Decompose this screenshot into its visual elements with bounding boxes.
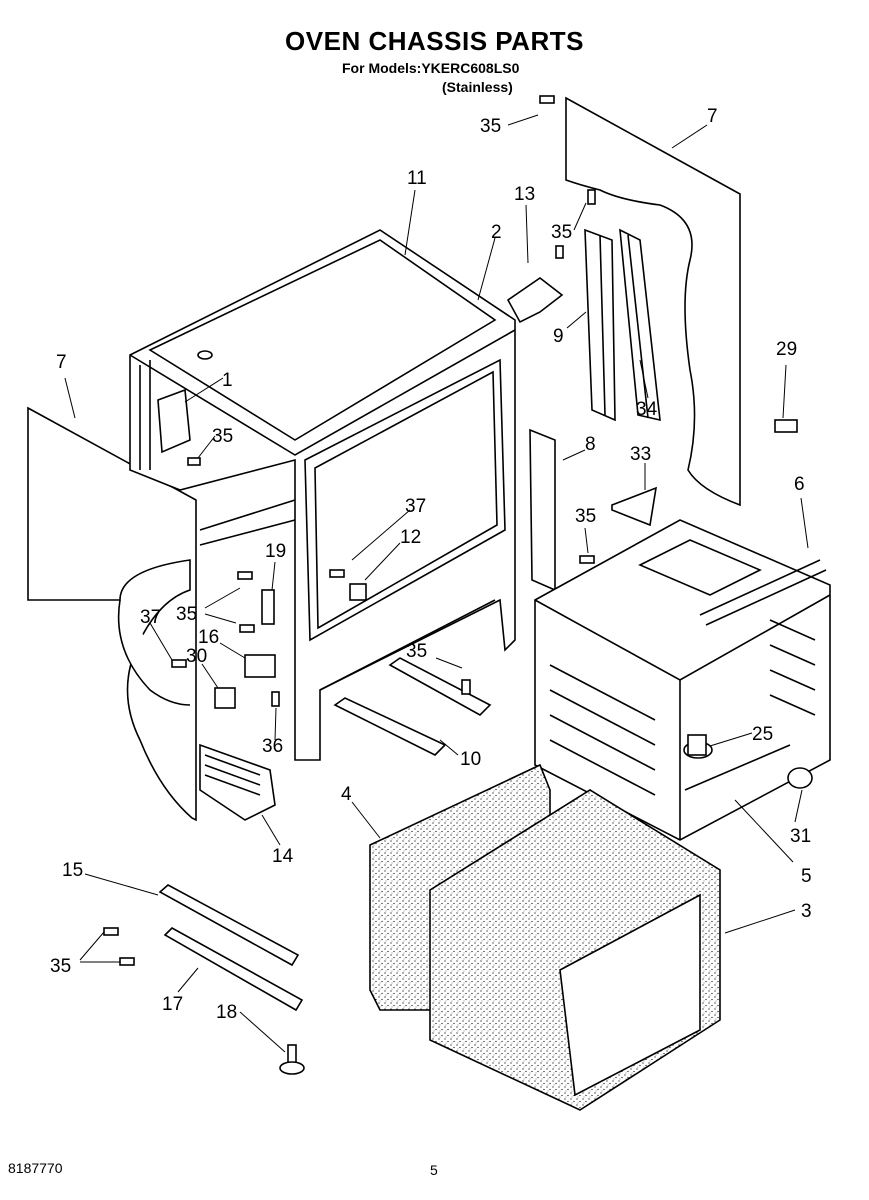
leveling-leg-18 — [279, 1044, 305, 1075]
switch-30 — [214, 687, 236, 709]
callout-1: 1 — [222, 370, 233, 391]
callout-13: 13 — [514, 184, 535, 205]
plate-33 — [611, 486, 658, 527]
oven-cavity — [534, 519, 831, 841]
callout-35: 35 — [212, 426, 233, 447]
page-number: 5 — [430, 1162, 438, 1178]
callout-25: 25 — [752, 724, 773, 745]
callout-37: 37 — [140, 607, 161, 628]
rear-rails — [584, 228, 661, 422]
chassis-frame — [129, 229, 516, 761]
bracket-part-1 — [157, 388, 191, 454]
callout-30: 30 — [186, 646, 207, 667]
callout-10: 10 — [460, 749, 481, 770]
bracket-19 — [261, 589, 275, 625]
callout-35: 35 — [551, 222, 572, 243]
callout-15: 15 — [62, 860, 83, 881]
document-number: 8187770 — [8, 1160, 63, 1176]
side-panel-left — [27, 406, 197, 822]
callout-12: 12 — [400, 527, 421, 548]
callout-37: 37 — [405, 496, 426, 517]
callout-9: 9 — [553, 326, 564, 347]
models-line: For Models:YKERC608LS0 — [342, 60, 520, 76]
screws — [103, 95, 596, 966]
knob-31 — [787, 767, 813, 789]
callout-7: 7 — [707, 106, 718, 127]
callout-35: 35 — [50, 956, 71, 977]
leveling-brackets — [158, 884, 304, 1012]
rack-guides — [549, 619, 816, 796]
callout-29: 29 — [776, 339, 797, 360]
insulation-blanket-3 — [429, 789, 721, 1111]
callout-35: 35 — [480, 116, 501, 137]
finish-line: (Stainless) — [442, 79, 513, 95]
callout-8: 8 — [585, 434, 596, 455]
leader-lines — [64, 114, 809, 1053]
callout-5: 5 — [801, 866, 812, 887]
callout-18: 18 — [216, 1002, 237, 1023]
sensor-29 — [774, 419, 798, 433]
callout-4: 4 — [341, 784, 352, 805]
callout-labels: 35 7 11 13 2 35 9 29 34 7 1 35 8 33 6 37… — [50, 106, 812, 1023]
callout-6: 6 — [794, 474, 805, 495]
vertical-strip-8 — [529, 428, 556, 592]
callout-19: 19 — [265, 541, 286, 562]
bracket-part-13 — [506, 277, 564, 324]
angle-brackets-10 — [333, 657, 492, 756]
callout-7: 7 — [56, 352, 67, 373]
callout-35: 35 — [176, 604, 197, 625]
switch-12 — [349, 583, 367, 601]
control-box-14 — [199, 743, 276, 821]
callout-16: 16 — [198, 627, 219, 648]
side-panel-right — [565, 96, 741, 507]
callout-2: 2 — [491, 222, 502, 243]
callout-36: 36 — [262, 736, 283, 757]
callout-34: 34 — [636, 399, 658, 420]
switch-16 — [244, 654, 276, 678]
callout-35: 35 — [406, 641, 427, 662]
callout-31: 31 — [790, 826, 811, 847]
callout-33: 33 — [630, 444, 651, 465]
callout-35: 35 — [575, 506, 596, 527]
callout-14: 14 — [272, 846, 294, 867]
callout-3: 3 — [801, 901, 812, 922]
page-title: OVEN CHASSIS PARTS — [285, 26, 584, 56]
callout-11: 11 — [407, 168, 427, 189]
callout-17: 17 — [162, 994, 183, 1015]
